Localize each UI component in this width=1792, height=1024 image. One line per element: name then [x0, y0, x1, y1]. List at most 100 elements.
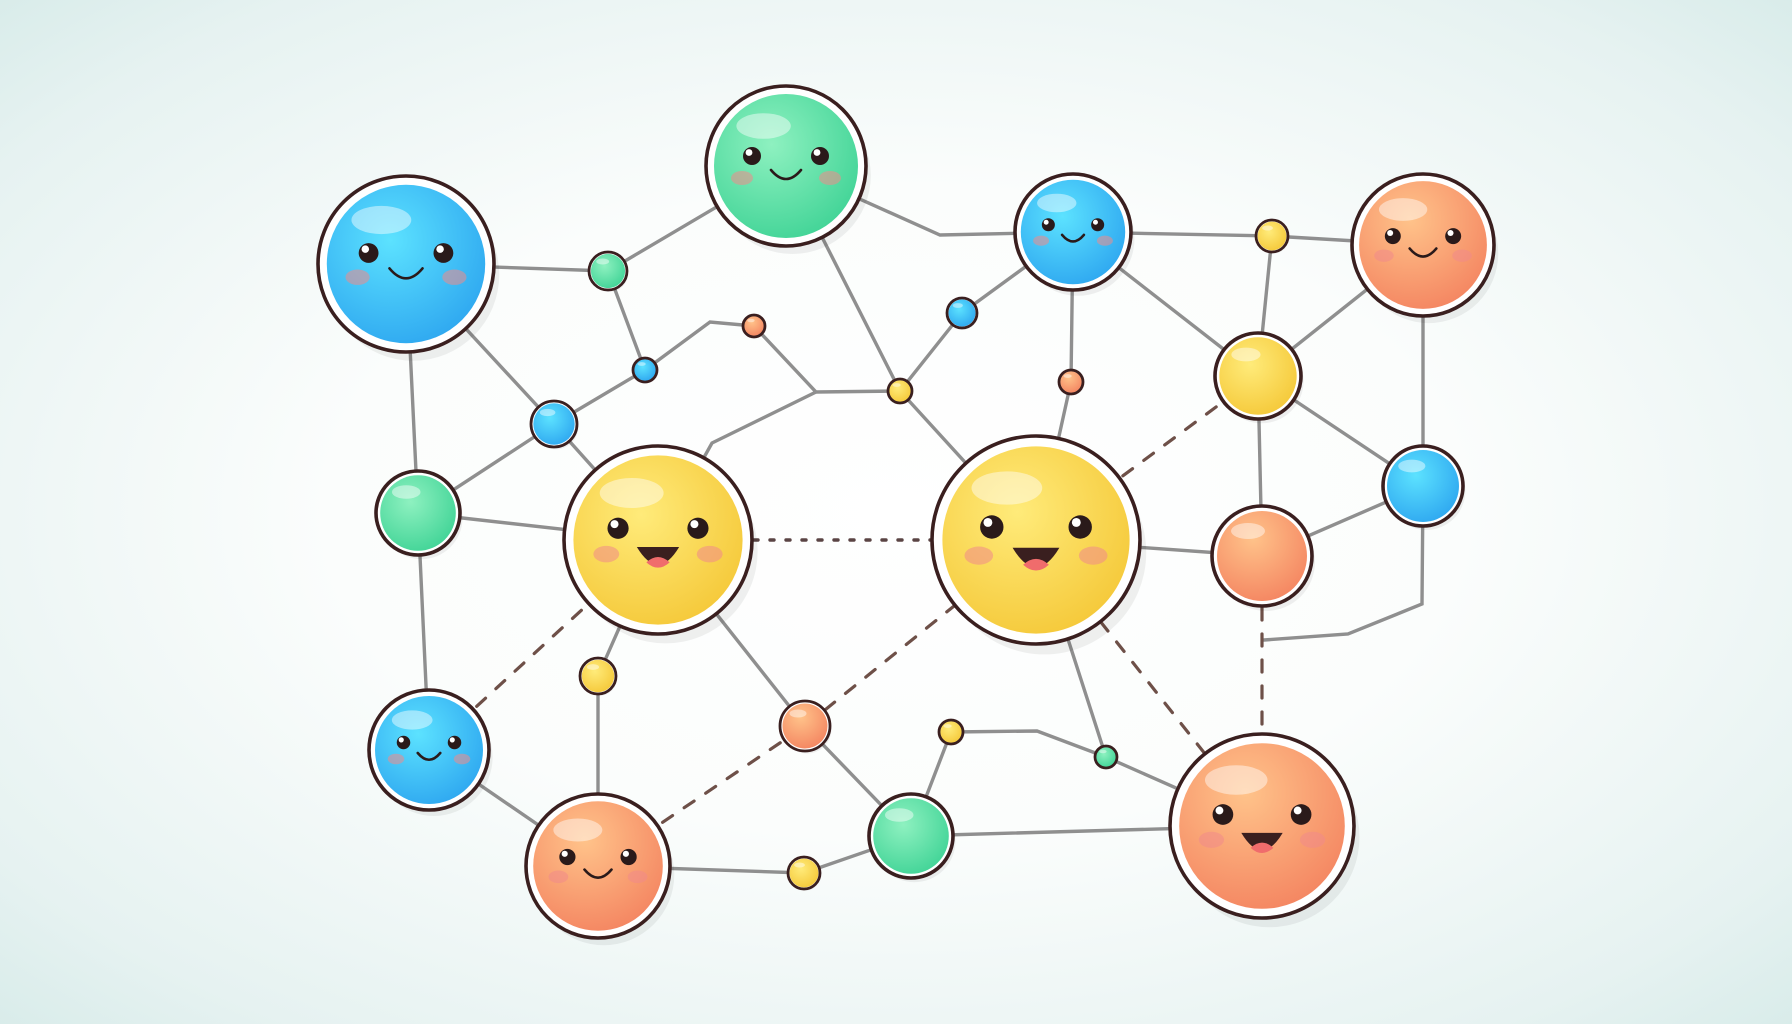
node-body	[1060, 371, 1082, 393]
cheek-blush	[593, 545, 620, 563]
eye-glint	[1215, 806, 1224, 815]
eye-glint	[561, 850, 568, 857]
cheek-blush	[1452, 249, 1472, 262]
node-body	[1257, 221, 1287, 251]
eye-icon	[433, 243, 454, 263]
node-highlight	[1063, 374, 1072, 378]
node-small-yellow-4	[937, 718, 965, 746]
node-highlight	[1231, 523, 1265, 539]
node-highlight	[1378, 198, 1428, 221]
node-body	[1387, 450, 1459, 522]
node-blue-right-small	[1381, 444, 1466, 530]
node-highlight	[952, 303, 963, 308]
eye-glint	[361, 245, 370, 253]
cheek-blush	[345, 269, 370, 285]
mouth-smile-icon	[1060, 233, 1086, 243]
eye-icon	[811, 147, 829, 165]
node-body	[940, 721, 962, 743]
eye-icon	[743, 147, 761, 165]
node-small-orange-1	[741, 313, 767, 339]
node-outline	[316, 174, 496, 354]
solid-edge	[949, 729, 1108, 759]
node-outline	[578, 656, 618, 696]
eye-glint	[1043, 219, 1049, 225]
eye-glint	[436, 245, 444, 253]
eye-icon	[1384, 228, 1401, 245]
node-orange-bottom-left	[524, 792, 675, 946]
eye-glint	[745, 149, 753, 156]
dashed-edge	[596, 724, 807, 868]
eye-icon	[1290, 804, 1312, 825]
node-highlight	[586, 664, 600, 670]
node-outline	[867, 792, 955, 880]
node-outline	[930, 434, 1142, 646]
eye-glint	[1092, 219, 1098, 225]
node-layer	[316, 84, 1499, 946]
tongue	[1250, 842, 1274, 854]
node-highlight	[1204, 765, 1268, 795]
cheek-blush	[442, 269, 467, 285]
node-highlight	[351, 205, 412, 235]
mouth-smile-icon	[769, 168, 803, 181]
node-small-yellow-2	[578, 656, 618, 696]
node-highlight	[789, 709, 807, 718]
solid-edge	[752, 324, 902, 394]
node-small-green-3	[1093, 744, 1119, 770]
node-body	[942, 446, 1130, 634]
node-outline	[1057, 368, 1085, 396]
mouth-open-icon	[636, 547, 680, 565]
node-orange-top-right	[1350, 172, 1499, 324]
node-body	[326, 184, 486, 344]
node-body	[533, 403, 575, 445]
mouth-open-icon	[1241, 832, 1283, 851]
eye-glint	[449, 737, 455, 743]
node-small-yellow-3	[786, 855, 822, 891]
node-highlight	[1037, 193, 1077, 213]
eye-glint	[398, 737, 404, 743]
node-highlight	[553, 818, 603, 842]
node-body	[889, 380, 911, 402]
node-outline	[786, 855, 822, 891]
mouth-smile-icon	[1408, 247, 1438, 258]
node-body	[873, 798, 949, 874]
node-highlight	[539, 408, 556, 417]
node-body	[1020, 179, 1126, 285]
eye-icon	[1068, 515, 1092, 539]
eye-glint	[610, 520, 619, 529]
cheek-blush	[387, 753, 405, 765]
cheek-blush	[1198, 831, 1225, 848]
eye-icon	[1445, 228, 1462, 245]
node-highlight	[943, 724, 952, 728]
node-blue-small-left	[529, 399, 579, 450]
node-highlight	[637, 362, 646, 366]
node-highlight	[892, 383, 901, 387]
eye-icon	[358, 243, 379, 263]
node-outline	[587, 250, 629, 292]
dashed-edge	[1034, 374, 1260, 542]
node-outline	[704, 84, 868, 248]
node-small-blue-2	[945, 296, 979, 330]
mouth-smile-icon	[388, 267, 424, 280]
eye-icon	[620, 848, 637, 866]
node-yellow-center	[562, 444, 758, 644]
node-blue-lower-left	[367, 688, 493, 816]
node-outline	[1210, 504, 1314, 608]
eye-glint	[622, 850, 629, 857]
node-body	[380, 475, 456, 551]
node-small-blue-1	[631, 356, 659, 384]
cheek-blush	[548, 870, 569, 884]
node-outline	[945, 296, 979, 330]
node-body	[573, 455, 743, 625]
solid-edge	[898, 311, 964, 393]
eye-glint	[1447, 229, 1454, 237]
node-green-top	[704, 84, 871, 254]
node-outline	[562, 444, 754, 636]
eye-icon	[447, 735, 462, 750]
eye-glint	[1387, 229, 1394, 237]
eye-icon	[980, 515, 1004, 539]
node-orange-mid-small	[778, 699, 832, 754]
cheek-blush	[819, 171, 841, 185]
node-highlight	[1398, 459, 1426, 473]
node-highlight	[1231, 347, 1261, 362]
